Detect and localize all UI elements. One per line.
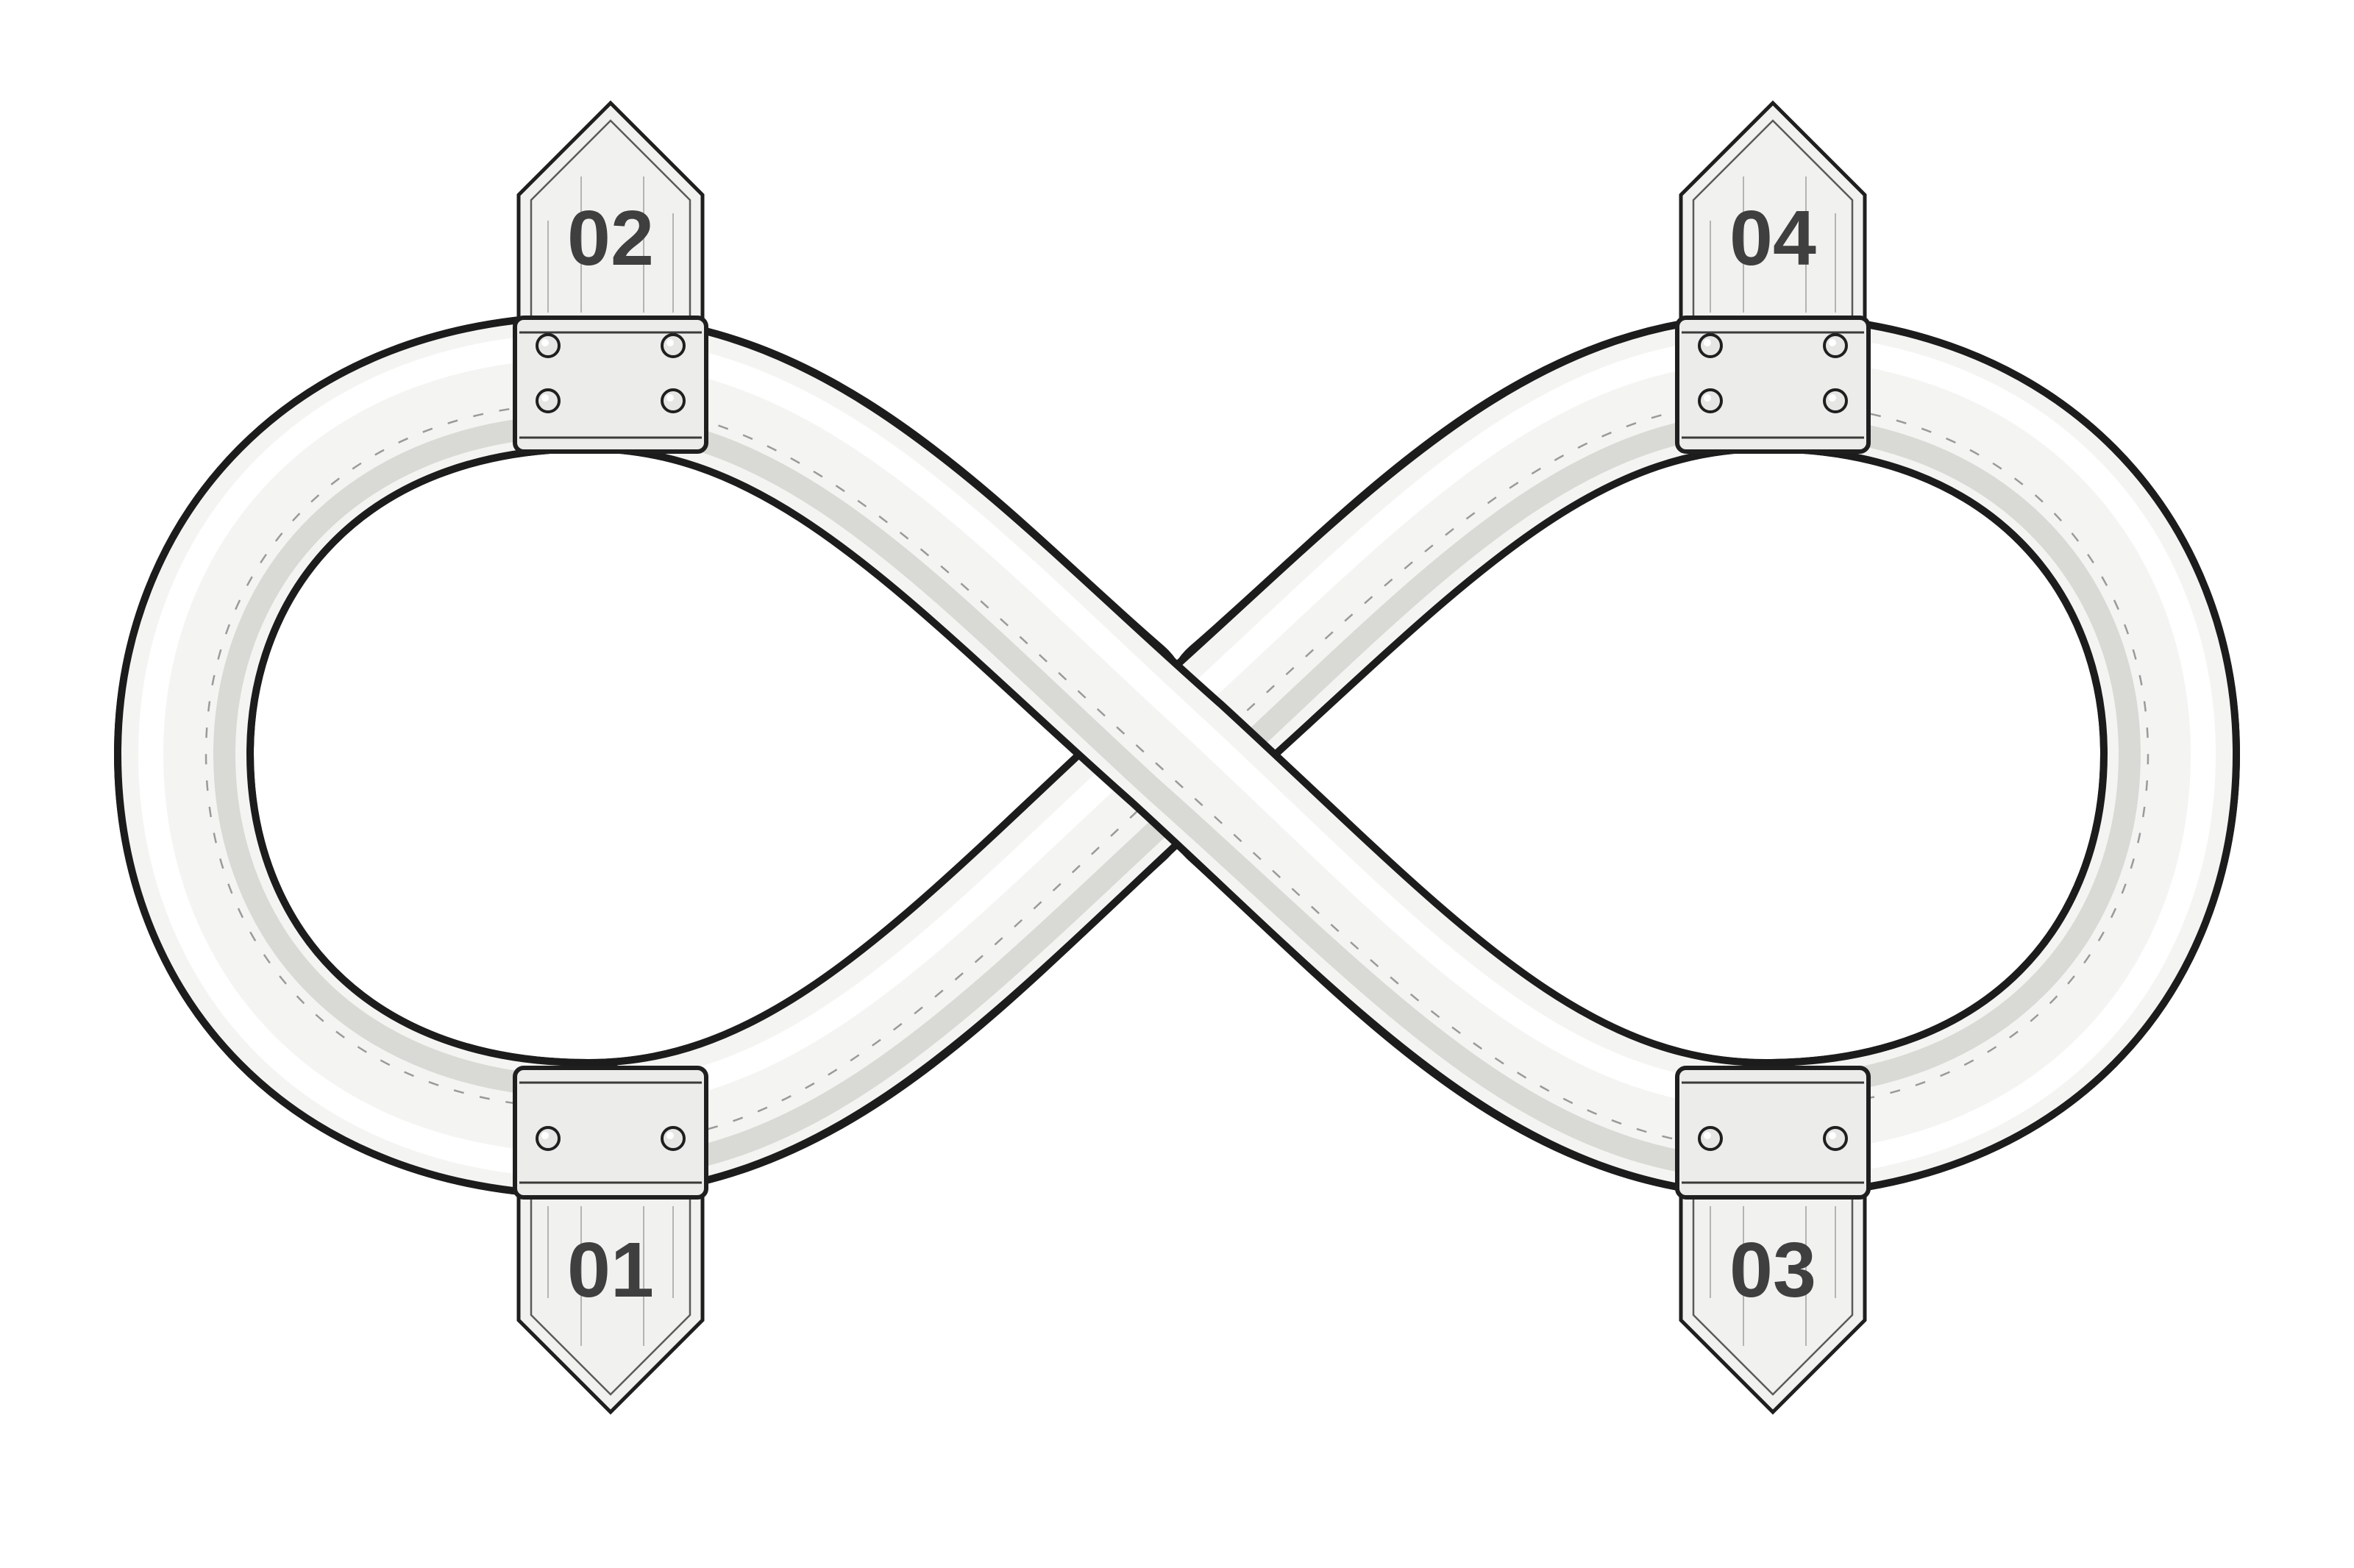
marker-04-label: 04 [1729,195,1816,282]
infinity-tube-loops [114,313,2240,1199]
marker-01-band [513,1066,708,1200]
marker-01-label: 01 [567,1227,654,1314]
marker-02-label: 02 [567,195,654,282]
infinity-tube-front-segment [519,313,1835,1199]
marker-03: 03 [1675,1066,1871,1415]
marker-03-band [1675,1066,1871,1200]
marker-01-tag: 01 [516,1189,705,1415]
marker-02-tag: 02 [516,100,705,326]
marker-04-tag: 04 [1679,100,1867,326]
marker-02-band [513,316,708,454]
marker-02: 02 [513,100,708,454]
marker-03-label: 03 [1729,1227,1816,1314]
marker-04: 04 [1675,100,1871,454]
marker-04-band [1675,316,1871,454]
marker-01: 01 [513,1066,708,1415]
marker-03-tag: 03 [1679,1189,1867,1415]
